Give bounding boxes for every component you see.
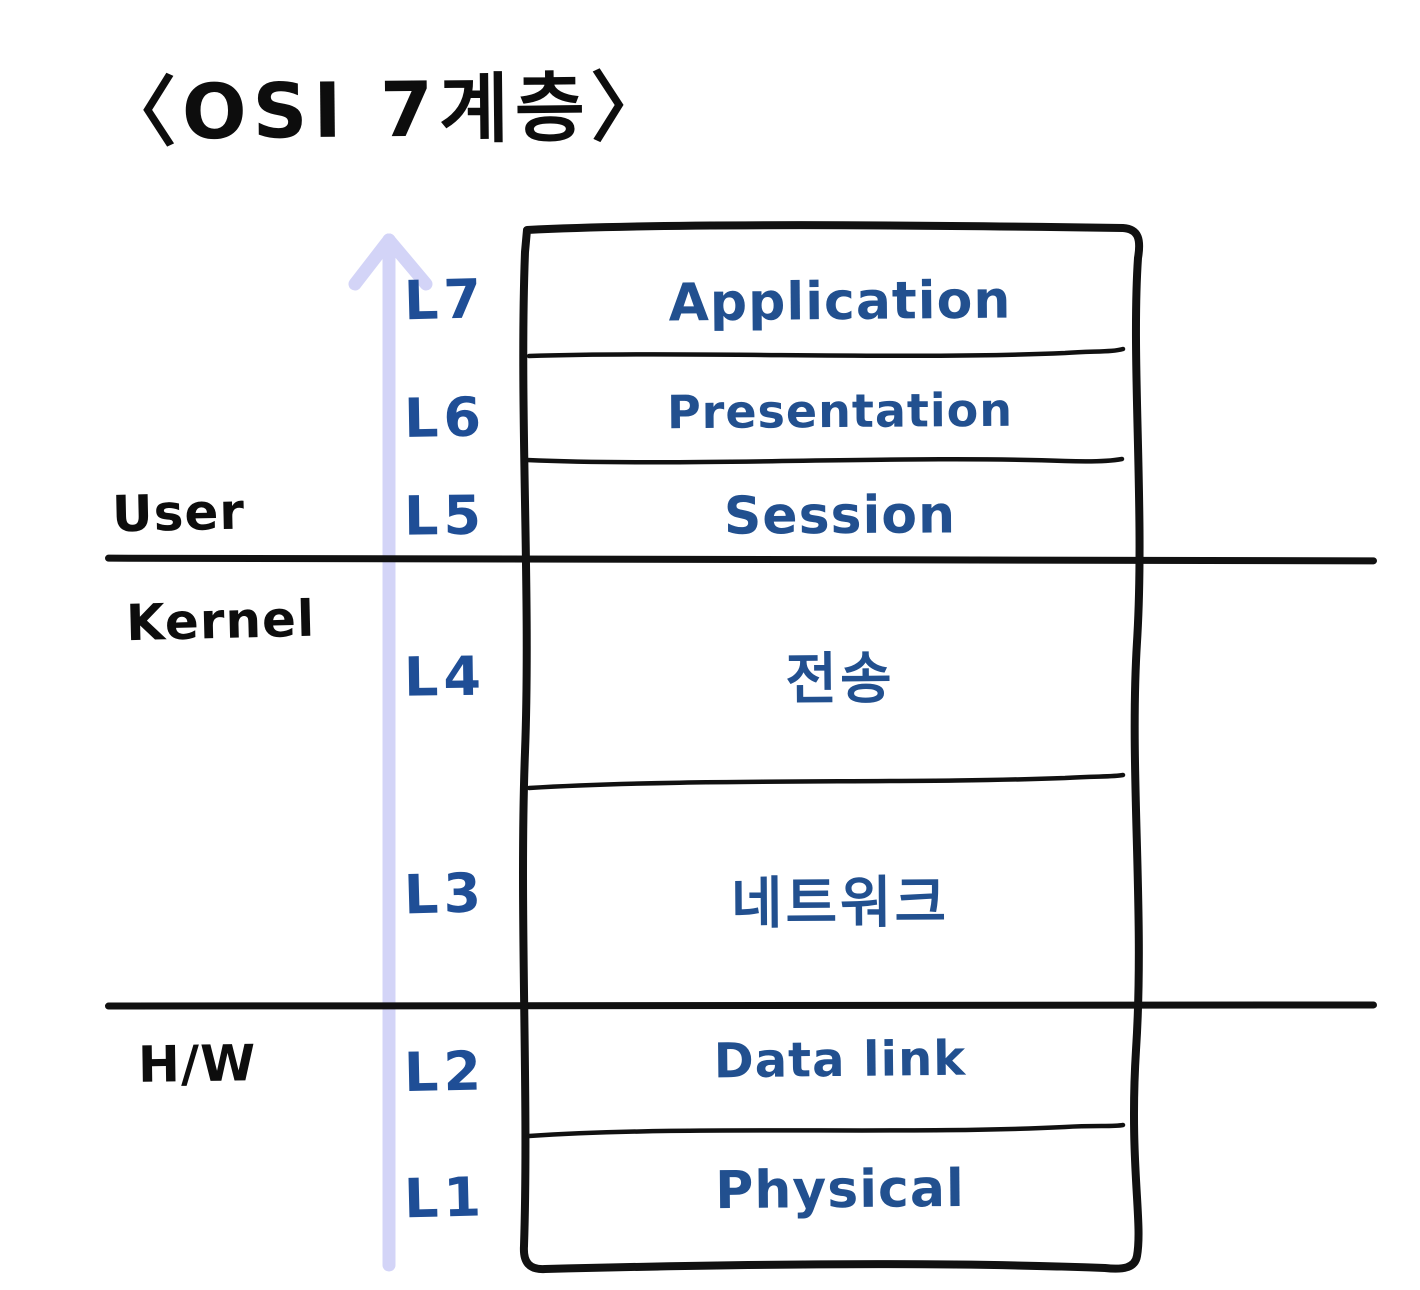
layer-number-l2: L2 [403,1039,487,1105]
layer-name-l4: 전송 [785,646,895,713]
layer-number-l4: L4 [403,644,487,709]
up-arrow-icon [340,218,460,1278]
layer-number-l5: L5 [403,483,487,548]
layer-number-l3: L3 [403,861,487,927]
zone-label-hw: H/W [137,1034,257,1094]
layer-number-l7: L7 [403,267,487,333]
layer-name-l6: Presentation [666,382,1014,440]
zone-label-user: User [111,482,246,544]
layer-number-l1: L1 [403,1165,487,1231]
layer-name-l2: Data link [713,1030,967,1090]
zone-label-kernel: Kernel [125,589,316,653]
layer-name-l1: Physical [714,1158,966,1222]
layer-name-l3: 네트워크 [730,870,950,937]
layer-number-l6: L6 [403,385,487,450]
layer-name-l5: Session [723,485,957,547]
layer-name-l7: Application [668,270,1012,334]
osi-stack-box [505,212,1165,1287]
page-title: 〈OSI 7계층〉 [99,62,674,158]
